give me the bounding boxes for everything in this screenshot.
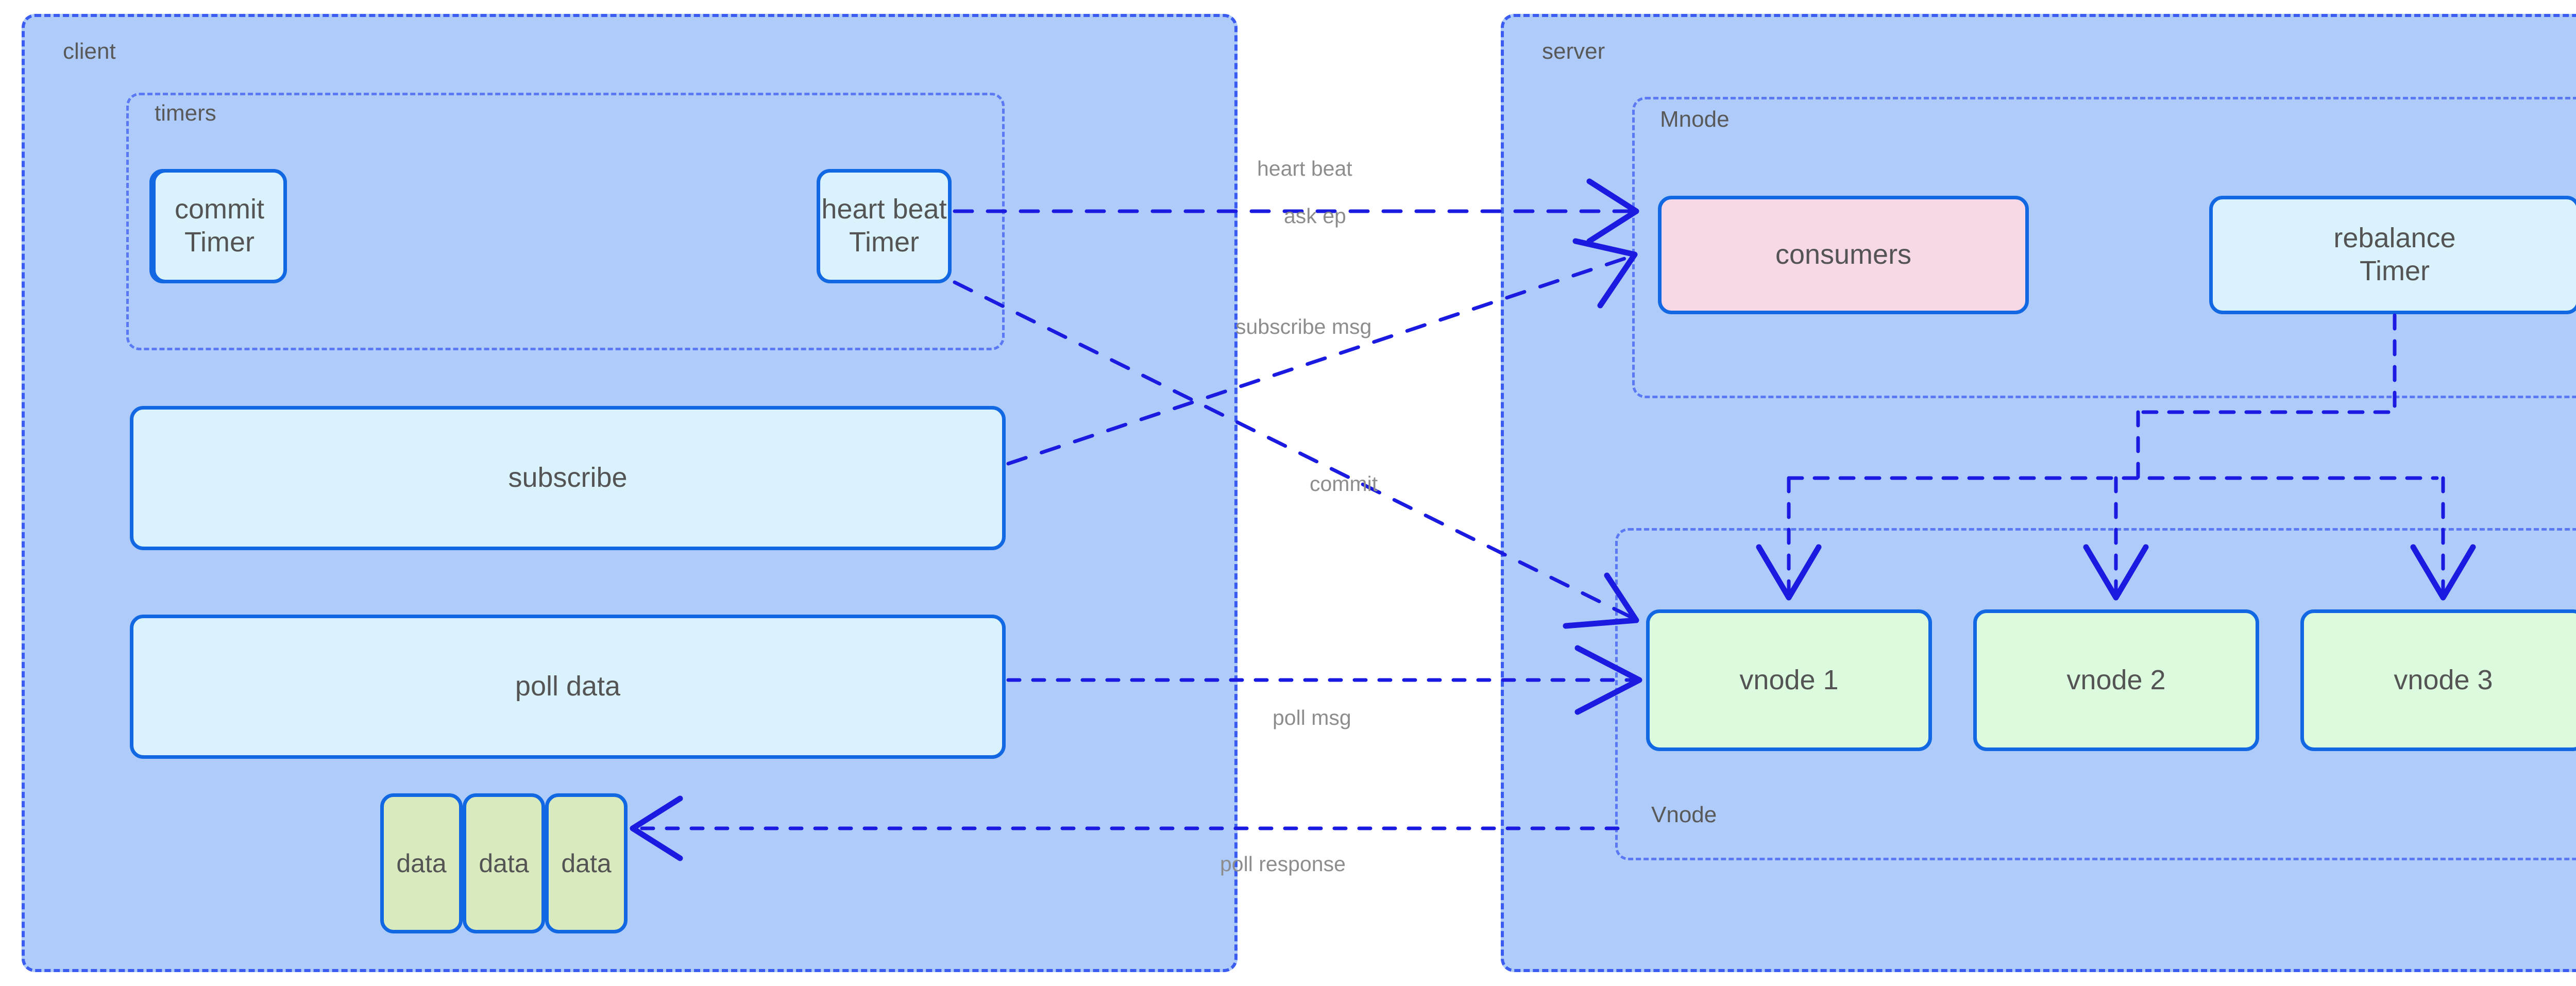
heart-beat-timer-node[interactable]: heart beat Timer [817,169,952,283]
data-box-2[interactable]: data [463,793,545,933]
rebalance-timer-node[interactable]: rebalance Timer [2209,196,2576,314]
heart-beat-timer-line2: Timer [849,227,919,258]
server-panel-label: server [1542,39,1605,64]
poll-data-node[interactable]: poll data [130,615,1006,759]
mnode-group-label: Mnode [1660,107,1730,132]
data-box-3-label: data [561,848,612,878]
commit-timer-line1: commit [175,194,264,225]
data-box-3[interactable]: data [545,793,628,933]
consumers-node[interactable]: consumers [1658,196,2029,314]
vnode-1-label: vnode 1 [1739,664,1839,695]
vnode-1-node[interactable]: vnode 1 [1646,609,1932,751]
edge-label-commit: commit [1310,472,1378,496]
rebalance-timer-line1: rebalance [2333,223,2456,254]
vnode-2-label: vnode 2 [2066,664,2166,695]
vnode-3-node[interactable]: vnode 3 [2300,609,2576,751]
heart-beat-timer-line1: heart beat [821,194,947,225]
edge-label-ask-ep: ask ep [1284,204,1346,228]
timers-group [126,93,1005,350]
commit-timer-node[interactable]: commit Timer [152,169,287,283]
vnode-group-label: Vnode [1651,802,1717,827]
consumers-node-label: consumers [1775,239,1912,270]
edge-label-subscribe-msg: subscribe msg [1235,315,1372,338]
server-panel [1501,14,2576,972]
poll-data-node-label: poll data [515,671,621,702]
data-box-2-label: data [479,848,529,878]
client-panel-label: client [63,39,116,64]
subscribe-node-label: subscribe [508,462,628,494]
data-box-1-label: data [396,848,447,878]
edge-label-heart-beat: heart beat [1257,157,1352,180]
edge-label-poll-msg: poll msg [1273,706,1351,729]
vnode-3-label: vnode 3 [2394,664,2493,695]
timers-group-label: timers [155,100,216,126]
data-box-1[interactable]: data [380,793,463,933]
rebalance-timer-line2: Timer [2360,256,2430,286]
edge-label-poll-response: poll response [1220,852,1346,876]
vnode-2-node[interactable]: vnode 2 [1973,609,2259,751]
commit-timer-line2: Timer [184,227,255,258]
subscribe-node[interactable]: subscribe [130,406,1006,550]
